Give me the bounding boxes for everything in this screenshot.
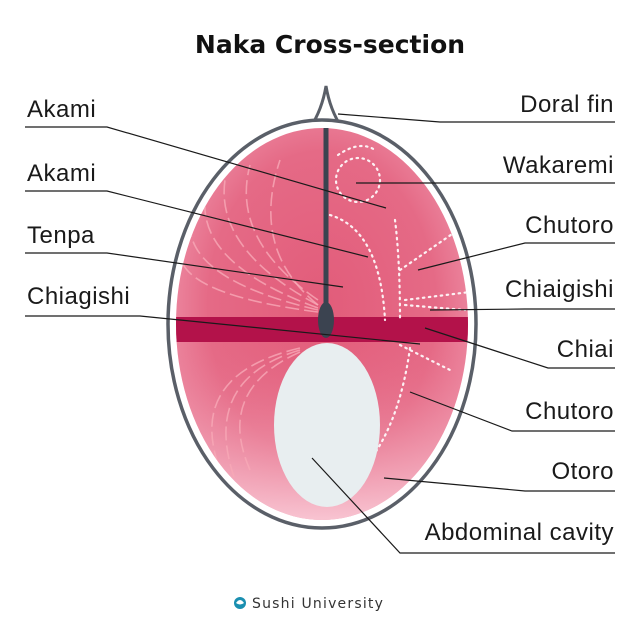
leader-chiai: [424, 327, 615, 369]
label-otoro: Otoro: [551, 458, 614, 485]
leader-lines: [25, 113, 615, 554]
leader-chutoro-2: [409, 391, 615, 432]
label-chiai: Chiai: [557, 336, 614, 363]
label-chutoro-2: Chutoro: [525, 398, 614, 425]
leader-abdominal-cavity: [311, 457, 615, 554]
leader-akami-2: [25, 190, 369, 258]
label-akami-2: Akami: [27, 160, 96, 187]
label-chiagishi: Chiagishi: [27, 283, 130, 310]
leader-akami-1: [25, 126, 387, 209]
leader-doral-fin: [337, 113, 615, 123]
label-chutoro-1: Chutoro: [525, 212, 614, 239]
footer-brand: Sushi University: [234, 596, 384, 612]
leader-chutoro-1: [417, 242, 615, 271]
abdominal-cavity-shape: [274, 343, 380, 507]
left-labels: Akami Akami Tenpa Chiagishi: [27, 96, 130, 310]
footer-text: Sushi University: [252, 596, 384, 612]
label-chiaigishi: Chiaigishi: [505, 276, 614, 303]
tenpa-rings: [179, 159, 319, 313]
label-doral-fin: Doral fin: [520, 91, 614, 118]
right-labels: Doral fin Wakaremi Chutoro Chiaigishi Ch…: [425, 91, 614, 546]
spine-base: [318, 302, 334, 338]
lower-rings: [211, 347, 301, 481]
label-akami-1: Akami: [27, 96, 96, 123]
label-tenpa: Tenpa: [27, 222, 95, 249]
fish-body: [166, 85, 478, 530]
leader-chiagishi: [25, 315, 421, 345]
diagram-title: Naka Cross-section: [195, 30, 465, 59]
leader-otoro: [383, 477, 615, 492]
label-wakaremi: Wakaremi: [503, 152, 614, 179]
sushi-logo-icon: [234, 597, 246, 609]
leader-tenpa: [25, 252, 344, 288]
leader-chiaigishi: [429, 308, 615, 311]
label-abdominal-cavity: Abdominal cavity: [425, 519, 614, 546]
